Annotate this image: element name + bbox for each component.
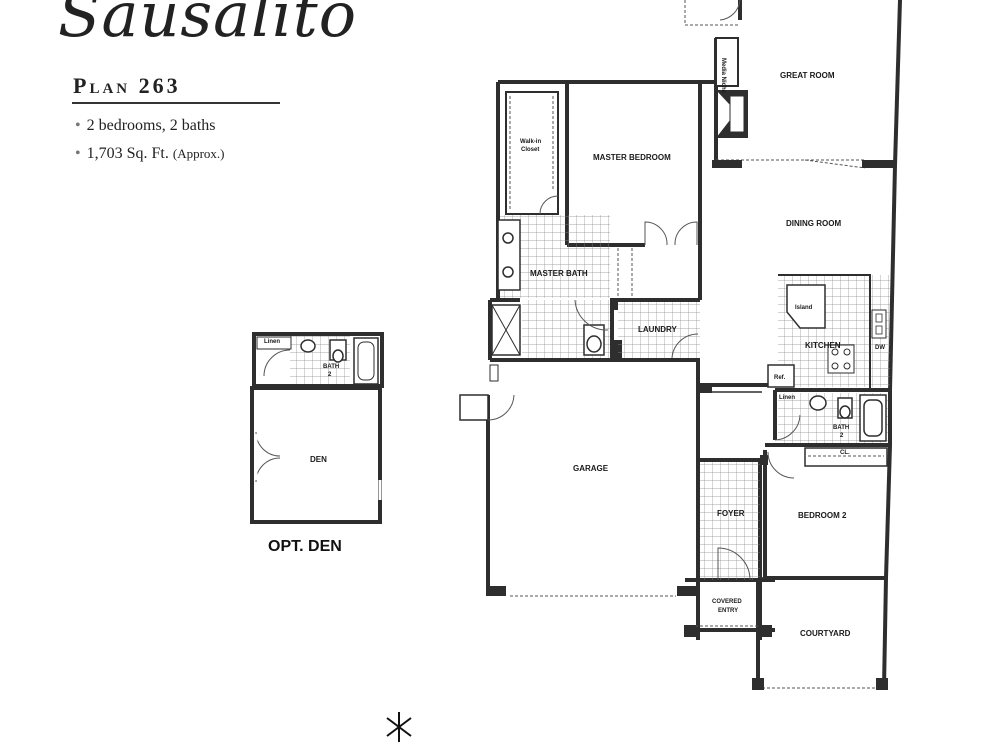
opt-den-fixtures [254,336,382,500]
label-garage: GARAGE [573,464,609,473]
front-door-swing [717,547,751,581]
label-opt-den-caption: OPT. DEN [268,538,342,555]
label-master-bedroom: MASTER BEDROOM [593,153,671,162]
bath2-fixtures [809,394,887,442]
title-divider [72,102,280,104]
plan-number: Plan 263 [73,73,181,98]
label-opt-bath-number: 2 [328,372,332,378]
plan-title: Sausalito [58,0,358,51]
walk-in-closet [505,91,559,215]
label-master-bath: MASTER BATH [530,269,588,278]
label-foyer: FOYER [717,509,745,518]
master-bath-fixtures [491,219,605,356]
label-opt-linen: Linen [264,339,280,345]
laundry-door-swing [671,333,699,359]
label-island: Island [795,305,813,311]
spec-sqft: •1,703 Sq. Ft. (Approx.) [75,145,225,162]
label-opt-den: DEN [310,455,327,464]
label-entry: ENTRY [718,608,738,614]
bath2-door-swing [774,414,801,441]
water-heater [489,364,499,382]
courtyard-walls [700,391,886,579]
label-great-room: GREAT ROOM [780,71,835,80]
media-niche-label: Media Niche [720,58,726,94]
master-bedroom-doors [617,221,698,298]
label-linen: Linen [779,395,795,401]
patio-door [684,0,741,26]
bedroom2-closet [804,447,888,467]
label-bath2: BATH [833,425,849,431]
label-opt-bath: BATH [323,364,339,370]
label-kitchen: KITCHEN [805,341,841,350]
label-bedroom2: BEDROOM 2 [798,511,847,520]
window-lines [510,159,878,689]
structural-posts [486,160,895,690]
garage-side-door [459,394,515,421]
fireplace [716,90,748,138]
opt-den-walls [250,332,384,524]
kitchen-counters [767,274,887,390]
master-bath-door-swing [574,299,609,331]
label-walk-in-closet: Walk-in [520,139,541,145]
label-laundry: LAUNDRY [638,325,677,334]
label-walk-in-closet-2: Closet [521,147,539,153]
compass-star-icon [386,712,412,742]
spec-bedrooms: •2 bedrooms, 2 baths [75,117,216,134]
bedroom2-door-swing [767,451,795,479]
label-courtyard: COURTYARD [800,629,851,638]
label-dining-room: DINING ROOM [786,219,841,228]
label-refrigerator: Ref. [774,375,786,381]
label-bath2-number: 2 [840,433,844,439]
label-closet: CL. [840,450,850,456]
media-niche: Media Niche [715,37,739,94]
label-dishwasher: DW [875,345,885,351]
label-covered: COVERED [712,599,742,605]
